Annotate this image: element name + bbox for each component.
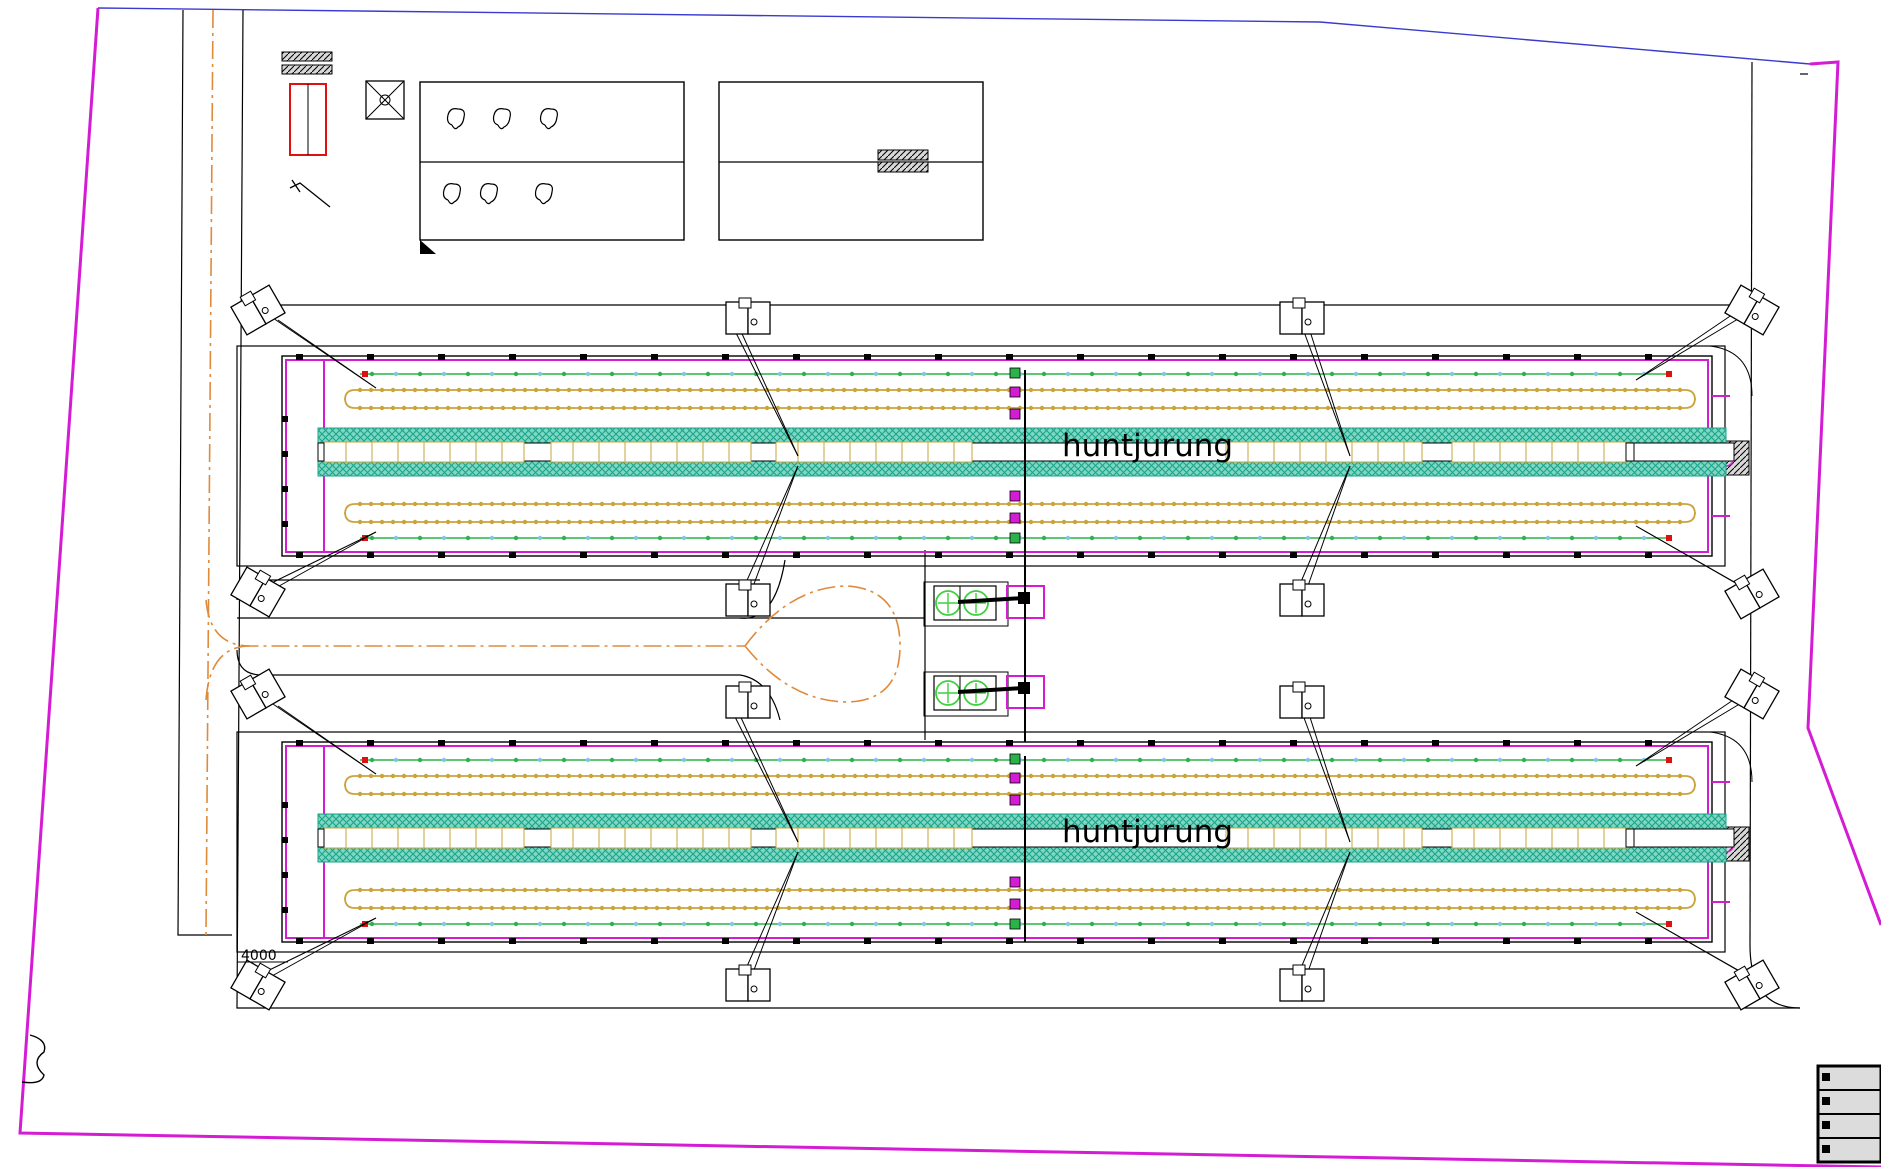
road-centerline: [205, 9, 901, 936]
dimension: 4000: [237, 948, 288, 964]
tree-icon: [442, 183, 461, 205]
storage-building: [718, 81, 984, 241]
light-pole-icon: [230, 284, 286, 336]
fan-icon: [935, 590, 961, 616]
light-pole-icon: [289, 179, 331, 208]
office-building: [419, 81, 685, 254]
light-pole-icon: [725, 297, 771, 335]
light-pole-icon: [1279, 964, 1325, 1002]
legend-block: [1816, 1064, 1881, 1164]
dimension-label: 4000: [241, 948, 277, 964]
light-pole-icon: [725, 681, 771, 719]
barn-top: [236, 305, 1767, 601]
tree-icon: [492, 108, 511, 130]
tree-icon: [539, 108, 558, 130]
light-pole-icon: [230, 668, 286, 720]
light-pole-icon: [1724, 959, 1780, 1011]
silo-icon: [365, 80, 405, 120]
light-pole-icon: [1279, 681, 1325, 719]
utility-area: [281, 51, 405, 208]
tree-icon: [534, 183, 553, 205]
tree-icon: [479, 183, 498, 205]
fan-icon: [935, 680, 961, 706]
light-pole-icon: [1279, 579, 1325, 617]
light-poles: [230, 284, 1780, 1011]
feed-equipment: [923, 542, 1045, 742]
light-pole-icon: [1279, 297, 1325, 335]
light-pole-icon: [1724, 284, 1780, 336]
barn-label-bottom: huntjurung: [1062, 814, 1233, 850]
barn-bottom: [236, 691, 1767, 987]
light-pole-icon: [1724, 668, 1780, 720]
barn-label-top: huntjurung: [1062, 428, 1233, 464]
tree-icon: [446, 108, 465, 130]
light-pole-icon: [725, 579, 771, 617]
light-pole-icon: [230, 959, 286, 1011]
light-pole-icon: [230, 566, 286, 618]
gate-icon: [21, 1034, 46, 1084]
light-pole-icon: [725, 964, 771, 1002]
site-boundary: [18, 7, 1881, 1167]
light-pole-icon: [1724, 568, 1780, 620]
